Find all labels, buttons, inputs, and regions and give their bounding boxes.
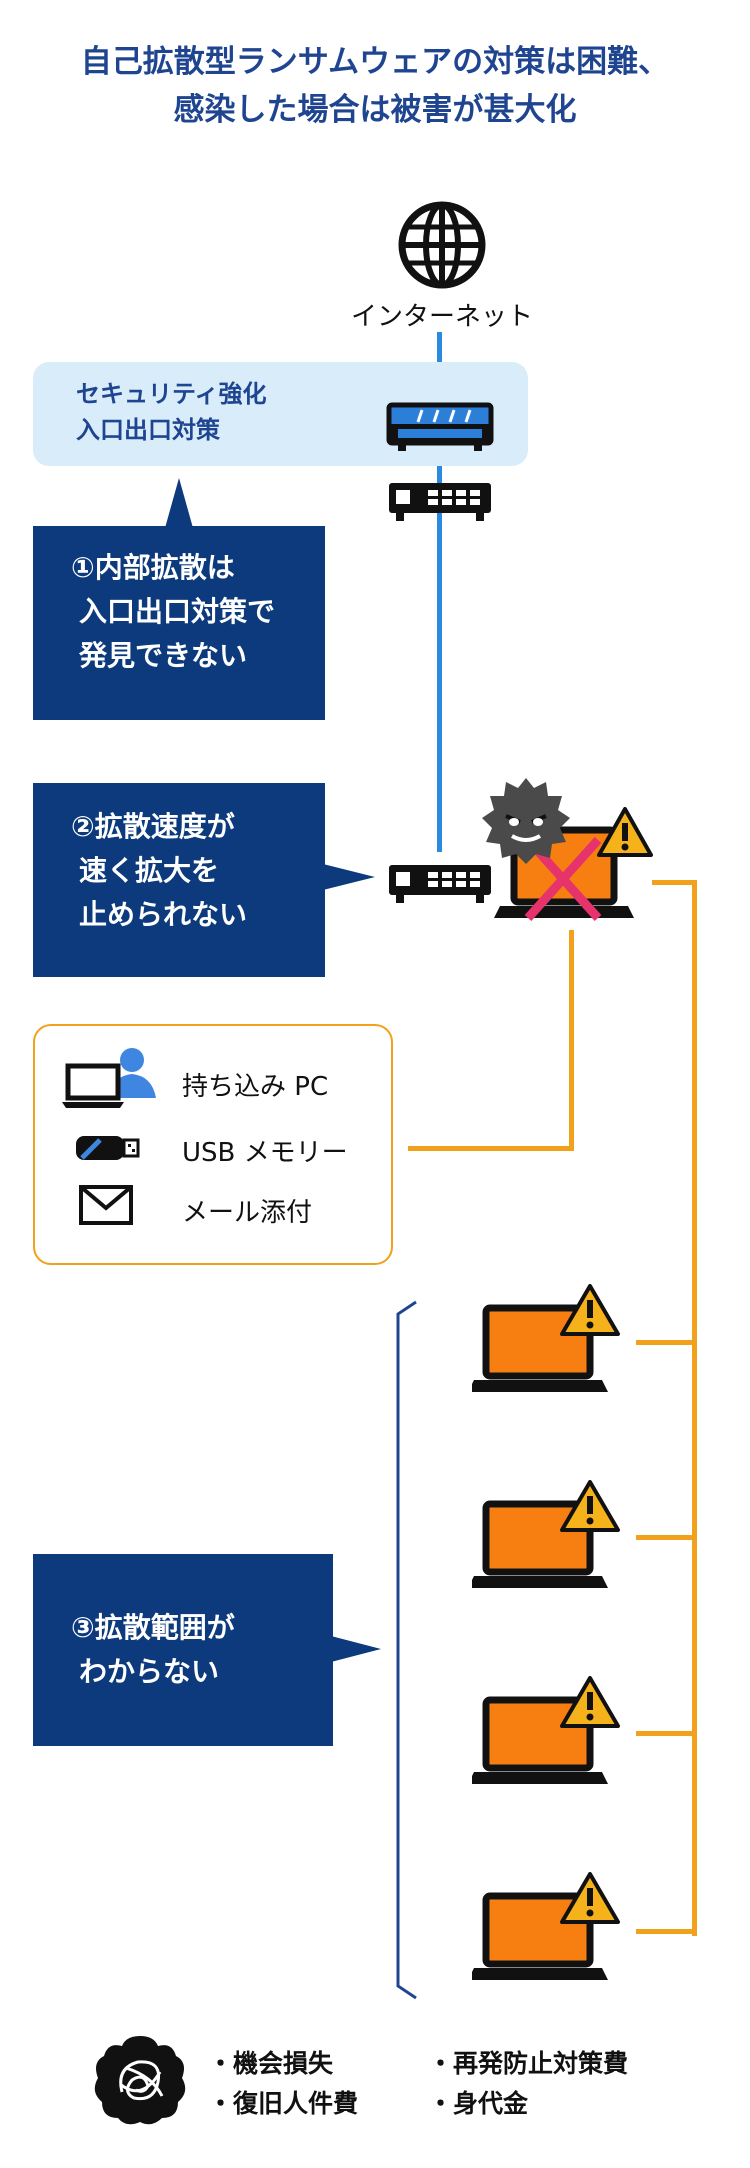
spread-top-branch bbox=[652, 880, 697, 885]
damage-scribble-icon bbox=[94, 2036, 186, 2125]
source-line-vertical bbox=[569, 930, 574, 1151]
infected-laptop-icon bbox=[472, 1480, 620, 1588]
spread-branch bbox=[636, 1731, 697, 1736]
usb-icon bbox=[76, 1136, 140, 1160]
callout-3-pointer bbox=[331, 1636, 381, 1662]
warning-icon bbox=[597, 807, 653, 857]
callout-3-line-1: ③拡散範囲が bbox=[71, 1611, 235, 1644]
callout-1-line-2: 入口出口対策で bbox=[79, 595, 276, 628]
source-item-label: USB メモリー bbox=[182, 1138, 348, 1168]
damage-item: ・身代金 bbox=[428, 2089, 529, 2118]
firewall-icon bbox=[386, 402, 494, 451]
source-item-label: メール添付 bbox=[182, 1198, 313, 1228]
damage-item: ・再発防止対策費 bbox=[428, 2049, 629, 2078]
infected-laptop-icon bbox=[472, 1284, 620, 1392]
callout-1-line-1: ①内部拡散は bbox=[71, 551, 235, 584]
laptop-person-icon bbox=[62, 1048, 156, 1108]
network-line bbox=[437, 332, 442, 852]
callout-2-line-2: 速く拡大を bbox=[79, 854, 220, 887]
callout-3: ③拡散範囲が わからない bbox=[33, 1554, 333, 1746]
internet-label: インターネット bbox=[350, 302, 533, 332]
source-item-label: 持ち込み PC bbox=[182, 1072, 329, 1102]
callout-1-pointer bbox=[165, 478, 193, 528]
security-line-1: セキュリティ強化 bbox=[76, 380, 267, 408]
switch-icon bbox=[389, 865, 491, 903]
callout-2-pointer bbox=[323, 864, 375, 890]
callout-2-line-3: 止められない bbox=[79, 898, 248, 931]
title-line-2: 感染した場合は被害が甚大化 bbox=[173, 92, 577, 128]
page-title: 自己拡散型ランサムウェアの対策は困難、 感染した場合は被害が甚大化 bbox=[0, 38, 750, 134]
spread-branch bbox=[636, 1535, 697, 1540]
virus-icon bbox=[482, 778, 570, 864]
title-line-1: 自己拡散型ランサムウェアの対策は困難、 bbox=[80, 44, 670, 80]
switch-icon bbox=[389, 483, 491, 521]
damage-item: ・機会損失 bbox=[208, 2049, 334, 2078]
globe-icon bbox=[398, 201, 486, 289]
callout-1: ①内部拡散は 入口出口対策で 発見できない bbox=[33, 526, 325, 720]
spread-trunk-line bbox=[692, 880, 697, 1936]
security-line-2: 入口出口対策 bbox=[76, 416, 220, 444]
source-line-horizontal bbox=[408, 1146, 574, 1151]
callout-2: ②拡散速度が 速く拡大を 止められない bbox=[33, 783, 325, 977]
damage-item: ・復旧人件費 bbox=[208, 2089, 359, 2118]
callout-2-line-1: ②拡散速度が bbox=[71, 810, 235, 843]
callout-1-line-3: 発見できない bbox=[79, 639, 248, 672]
infected-laptop-icon bbox=[472, 1872, 620, 1980]
mail-icon bbox=[79, 1185, 133, 1225]
range-bracket bbox=[396, 1300, 417, 2000]
security-label: セキュリティ強化 入口出口対策 bbox=[76, 376, 267, 448]
callout-3-line-2: わからない bbox=[79, 1655, 220, 1688]
spread-branch bbox=[636, 1340, 697, 1345]
infected-laptop-icon bbox=[472, 1676, 620, 1784]
spread-branch bbox=[636, 1929, 697, 1934]
